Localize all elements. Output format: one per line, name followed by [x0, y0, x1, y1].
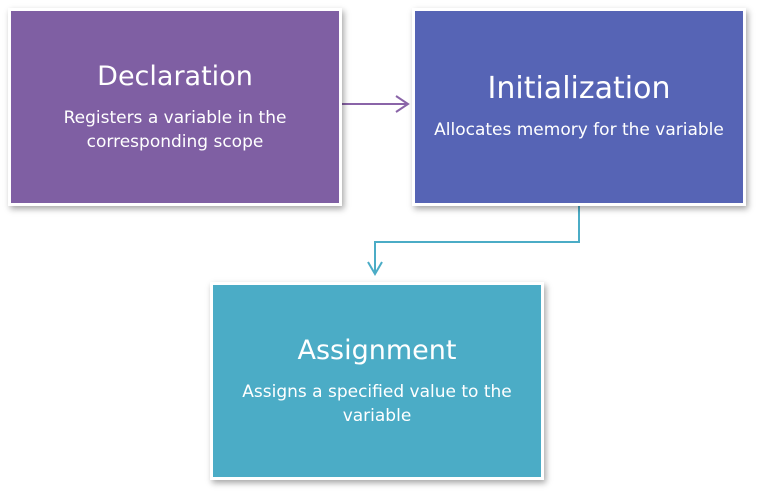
arrow-declaration-to-initialization	[342, 95, 410, 113]
node-initialization: Initialization Allocates memory for the …	[412, 8, 746, 206]
node-title: Initialization	[487, 71, 671, 106]
node-title: Assignment	[297, 335, 457, 366]
arrow-initialization-to-assignment	[367, 206, 580, 276]
node-description: Assigns a specified value to the variabl…	[242, 382, 512, 426]
node-description: Registers a variable in the correspondin…	[63, 108, 287, 152]
node-assignment: Assignment Assigns a specified value to …	[210, 282, 544, 480]
node-title: Declaration	[97, 61, 253, 92]
node-description: Allocates memory for the variable	[434, 120, 724, 140]
node-declaration: Declaration Registers a variable in the …	[8, 8, 342, 206]
